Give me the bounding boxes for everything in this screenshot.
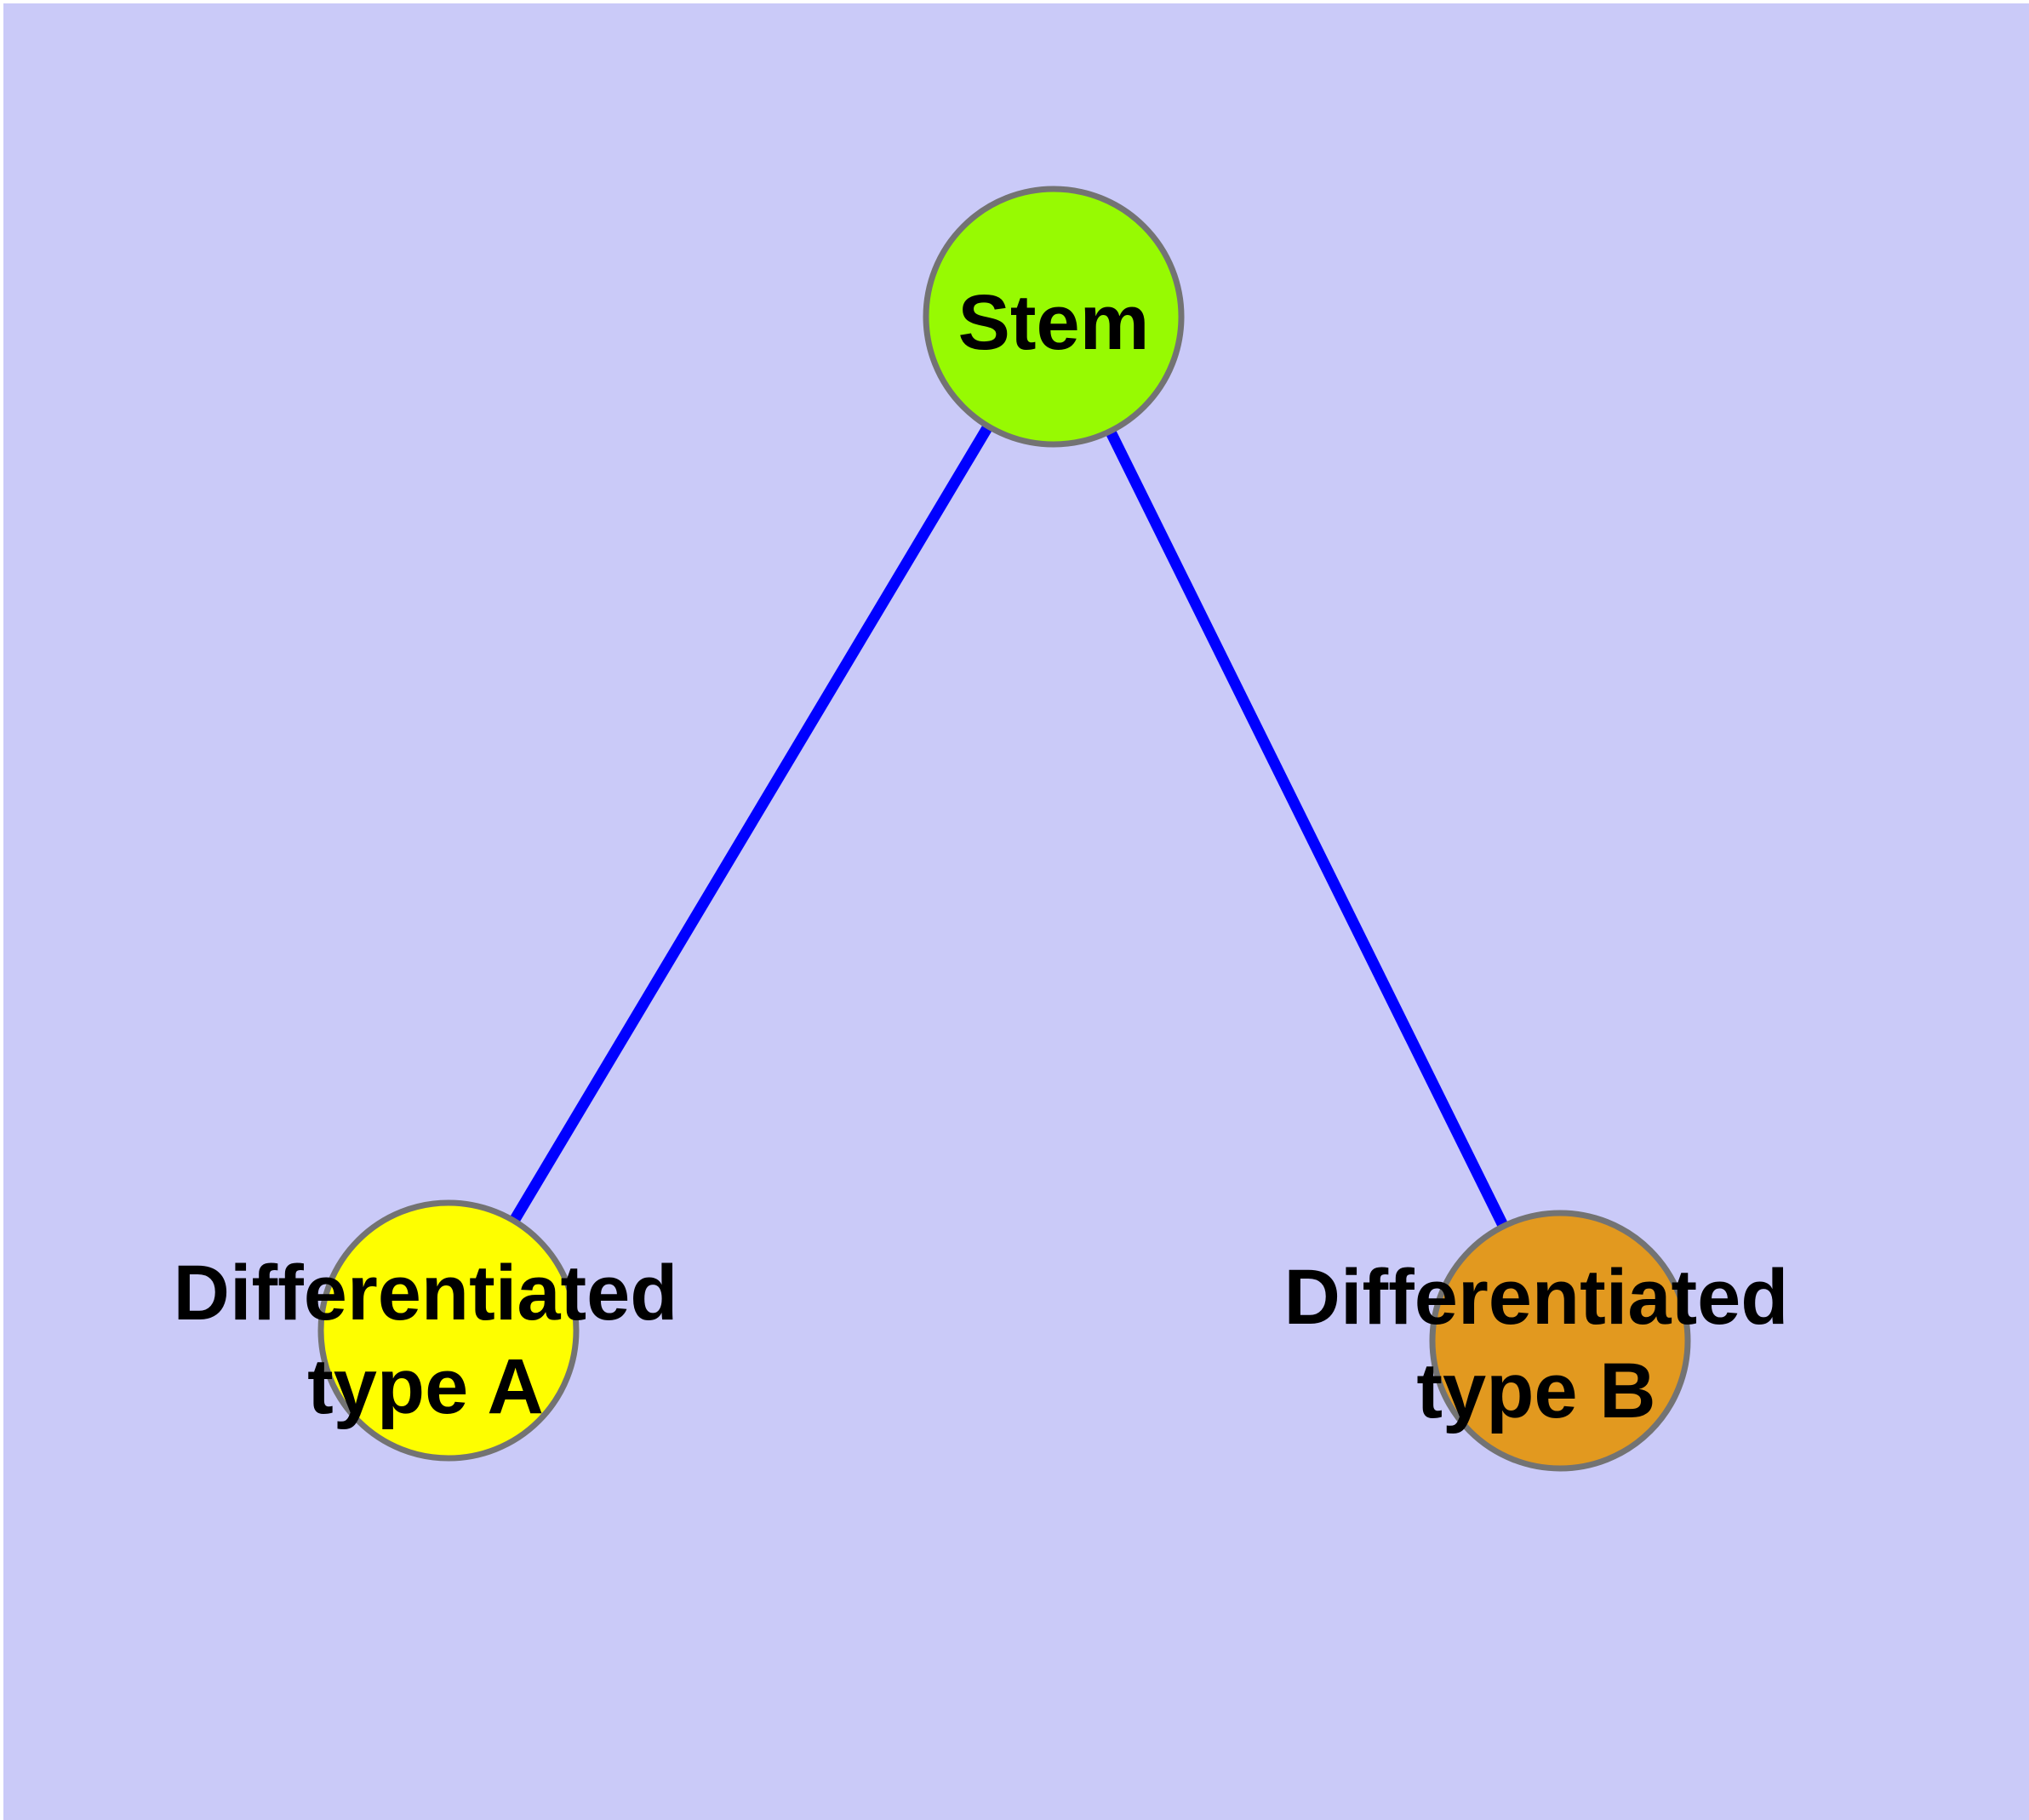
- node-label-stem-line1: Stem: [958, 279, 1150, 366]
- edge-stem-to-differentiated-type-a: [443, 313, 1059, 1334]
- node-differentiated-type-a: [317, 1199, 580, 1462]
- node-label-differentiated-type-a-line1: Differentiated: [174, 1250, 678, 1336]
- node-label-differentiated-type-b-line2: type B: [1416, 1348, 1655, 1434]
- node-stem: [923, 186, 1185, 448]
- edge-stem-to-differentiated-type-b: [1049, 314, 1565, 1343]
- node-differentiated-type-b: [1429, 1210, 1691, 1472]
- node-label-stem: Stem: [958, 279, 1150, 366]
- node-label-differentiated-type-a-line2: type A: [307, 1343, 544, 1430]
- node-label-differentiated-type-b-line1: Differentiated: [1284, 1254, 1789, 1341]
